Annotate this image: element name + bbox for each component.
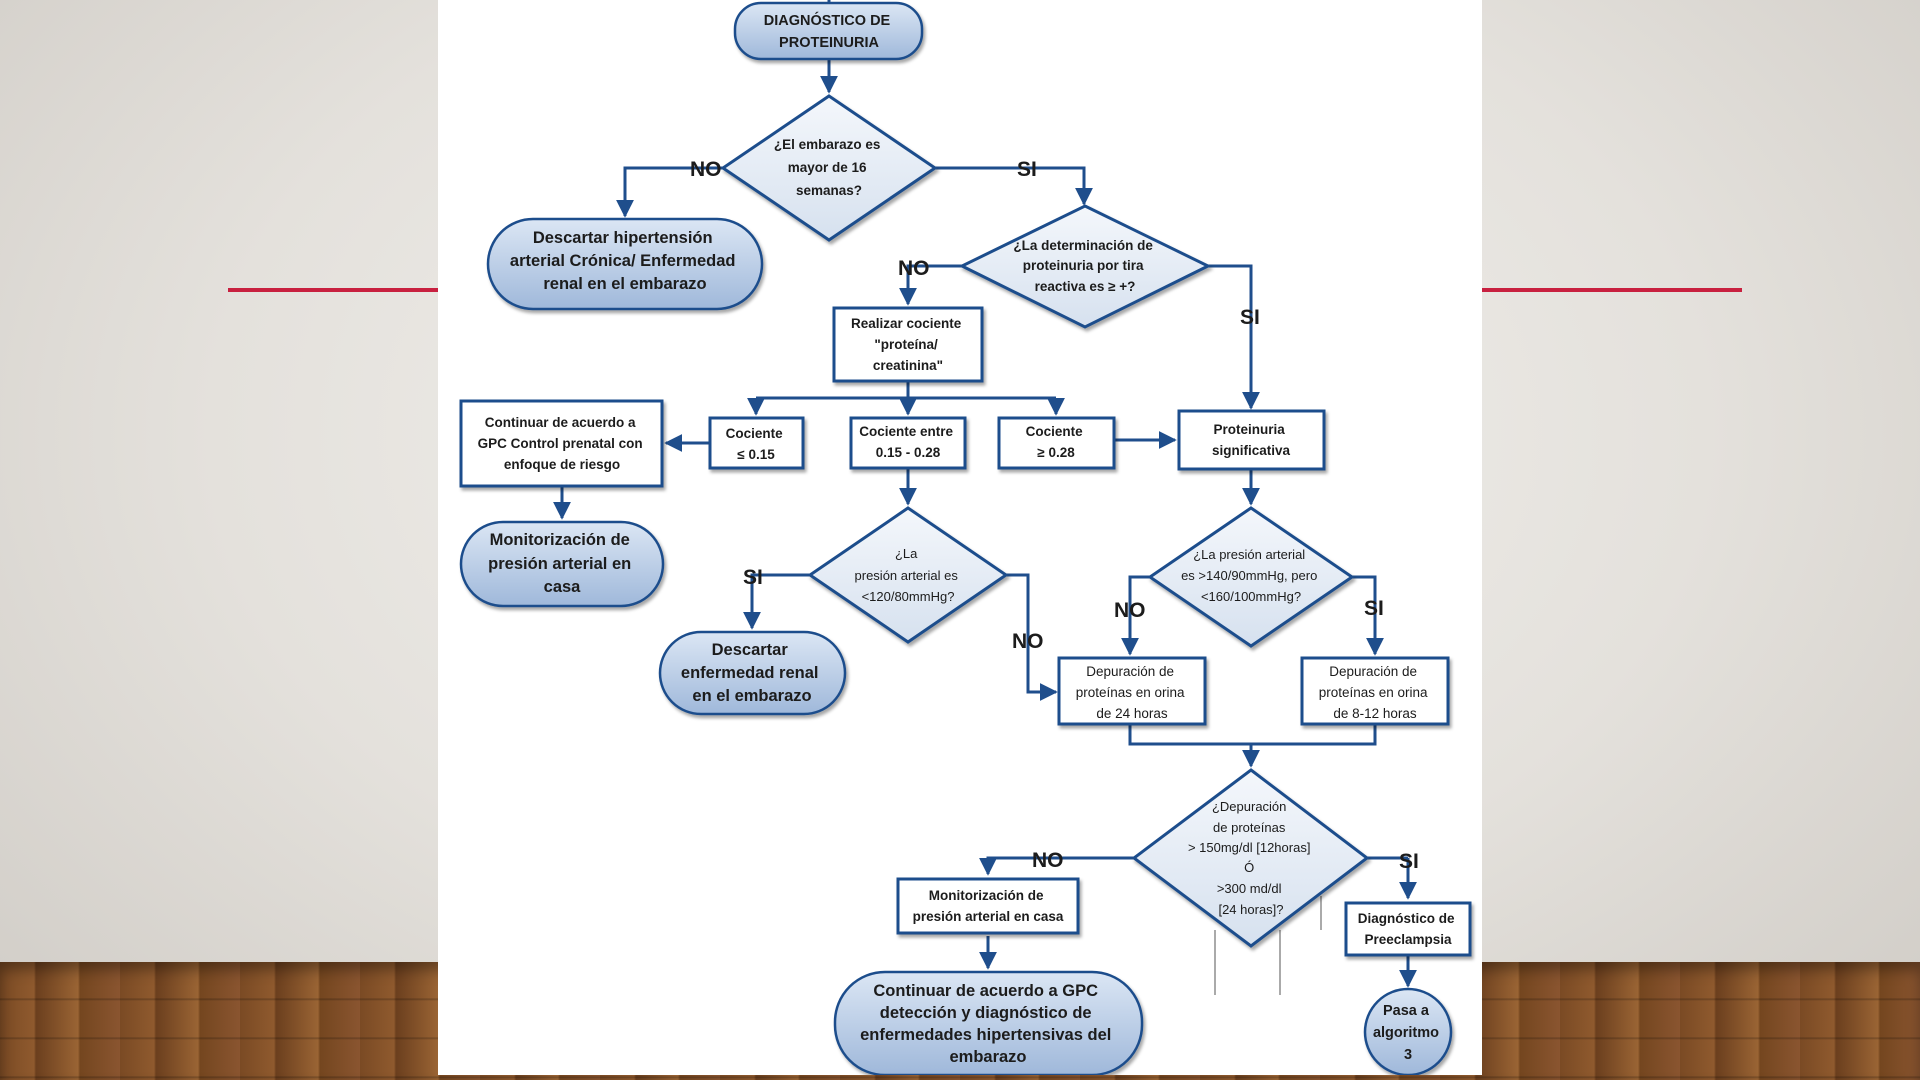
decision-pregnancy-weeks: ¿El embarazo es mayor de 16 semanas? xyxy=(720,94,938,242)
label-no-q5: NO xyxy=(1032,849,1064,872)
svg-text:Diagnóstico de Preeclamp: Diagnóstico de Preeclampsia xyxy=(1358,911,1459,947)
decision-dipstick: ¿La determinación de proteinuria por tir… xyxy=(958,204,1212,329)
label-yes-q3: SI xyxy=(743,566,763,589)
process-significant-proteinuria: Proteinuria significativa xyxy=(1177,409,1326,471)
label-yes-q4: SI xyxy=(1364,597,1384,620)
decision-bp-range: ¿La presión arterial es >140/90mmHg, per… xyxy=(1147,506,1355,648)
svg-text:Depuración de proteínas: Depuración de proteínas en orina de 24 h… xyxy=(1076,664,1189,721)
label-no-q2: NO xyxy=(898,257,930,280)
edge-q2-no xyxy=(899,264,962,306)
svg-text:DIAGNÓSTICO DE PROTEINUR: DIAGNÓSTICO DE PROTEINURIA xyxy=(764,11,895,51)
svg-text:¿El embarazo es mayor de: ¿El embarazo es mayor de 16 semanas? xyxy=(774,137,884,198)
flowchart: NO SI NO SI SI NO NO SI NO SI DIAGNÓSTIC… xyxy=(459,0,1472,1077)
edge-q4-yes xyxy=(1352,575,1384,656)
label-no-q1: NO xyxy=(690,158,722,181)
decision-protein-clearance: ¿Depuración de proteínas > 150mg/dl [12h… xyxy=(1131,768,1370,948)
svg-text:Descartar hipertensión a: Descartar hipertensión arterial Crónica/… xyxy=(510,229,740,293)
edge-q1-no xyxy=(616,166,723,218)
svg-text:Realizar cociente "prote: Realizar cociente "proteína/ creatinina" xyxy=(851,316,965,373)
label-yes-q1: SI xyxy=(1017,158,1037,181)
label-yes-q5: SI xyxy=(1399,850,1419,873)
label-no-q3: NO xyxy=(1012,630,1044,653)
next-algorithm-terminal: Pasa a algoritmo 3 xyxy=(1363,987,1453,1077)
svg-text:¿La determinación de pro: ¿La determinación de proteinuria por tir… xyxy=(1013,238,1156,294)
process-preeclampsia: Diagnóstico de Preeclampsia xyxy=(1344,901,1472,957)
edge-q5-no xyxy=(979,856,1134,876)
svg-text:Continuar de acuerdo a GPC: Continuar de acuerdo a GPC detección y d… xyxy=(860,982,1116,1066)
svg-text:¿La presión arterial es: ¿La presión arterial es <120/80mmHg? xyxy=(855,546,962,604)
discard-hypertension-terminal: Descartar hipertensión arterial Crónica/… xyxy=(486,217,764,311)
stray-lines xyxy=(1214,896,1322,995)
edge-q2-yes xyxy=(1208,264,1260,410)
svg-text:Continuar de acuerdo a G: Continuar de acuerdo a GPC Control prena… xyxy=(478,415,647,472)
process-ratio-low: Cociente ≤ 0.15 xyxy=(708,416,805,470)
svg-text:Descartar enfermedad ren: Descartar enfermedad renal en el embaraz… xyxy=(681,641,823,705)
process-bp-monitoring: Monitorización de presión arterial en ca… xyxy=(896,877,1080,935)
edge-ratio-split xyxy=(754,381,1058,414)
edge-q1-yes xyxy=(935,166,1093,206)
gpc-detection-terminal: Continuar de acuerdo a GPC detección y d… xyxy=(833,970,1144,1077)
edge-q3-yes xyxy=(743,573,810,630)
discard-renal-terminal: Descartar enfermedad renal en el embaraz… xyxy=(658,630,847,716)
svg-text:Cociente entre 0.15 - 0.: Cociente entre 0.15 - 0.28 xyxy=(859,424,957,460)
svg-text:Pasa a algoritmo 3: Pasa a algoritmo 3 xyxy=(1373,1003,1443,1063)
process-urine-24h: Depuración de proteínas en orina de 24 h… xyxy=(1057,656,1207,726)
flowchart-panel: NO SI NO SI SI NO NO SI NO SI DIAGNÓSTIC… xyxy=(438,0,1482,1077)
edge-q3-no xyxy=(1006,573,1058,701)
left-red-rule xyxy=(228,288,440,292)
svg-text:Proteinuria significativ: Proteinuria significativa xyxy=(1212,422,1291,458)
process-ratio-high: Cociente ≥ 0.28 xyxy=(997,416,1116,470)
decision-bp-low: ¿La presión arterial es <120/80mmHg? xyxy=(807,506,1009,644)
label-no-q4: NO xyxy=(1114,599,1146,622)
process-ratio: Realizar cociente "proteína/ creatinina" xyxy=(832,306,984,383)
svg-text:Depuración de proteínas: Depuración de proteínas en orina de 8-12… xyxy=(1319,664,1432,721)
svg-text:Cociente ≥ 0.28: Cociente ≥ 0.28 xyxy=(1026,424,1087,460)
process-urine-8-12h: Depuración de proteínas en orina de 8-12… xyxy=(1300,656,1450,726)
svg-text:Monitorización de presió: Monitorización de presión arterial en ca… xyxy=(488,531,636,596)
connectors xyxy=(553,0,1417,988)
label-yes-q2: SI xyxy=(1240,306,1260,329)
svg-text:¿Depuración de proteínas: ¿Depuración de proteínas > 150mg/dl [12h… xyxy=(1188,799,1314,917)
right-red-rule xyxy=(1480,288,1742,292)
process-ratio-mid: Cociente entre 0.15 - 0.28 xyxy=(849,416,967,470)
process-prenatal-control: Continuar de acuerdo a GPC Control prena… xyxy=(459,399,664,488)
home-monitoring-terminal: Monitorización de presión arterial en ca… xyxy=(459,520,665,608)
svg-text:¿La presión arterial es: ¿La presión arterial es >140/90mmHg, per… xyxy=(1181,547,1321,604)
svg-text:Monitorización de presió: Monitorización de presión arterial en ca… xyxy=(913,888,1064,924)
start-terminal: DIAGNÓSTICO DE PROTEINURIA xyxy=(733,1,924,61)
edge-q4-no xyxy=(1121,575,1150,656)
svg-text:Cociente ≤ 0.15: Cociente ≤ 0.15 xyxy=(726,426,787,462)
